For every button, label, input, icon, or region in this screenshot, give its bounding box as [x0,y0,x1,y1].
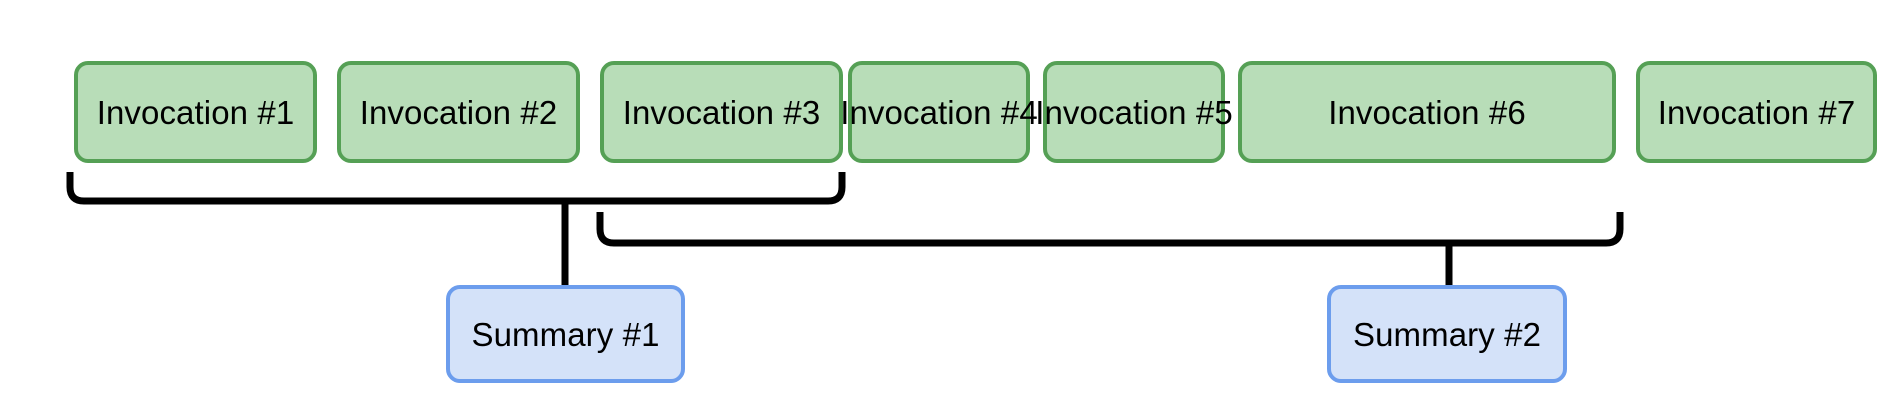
invocation-node-7[interactable]: Invocation #7 [1636,61,1877,163]
invocation-node-4-label: Invocation #4 [840,93,1038,131]
summary-node-1[interactable]: Summary #1 [446,285,685,383]
invocation-node-5-label: Invocation #5 [1035,93,1233,131]
invocation-node-3[interactable]: Invocation #3 [600,61,843,163]
summary-node-1-label: Summary #1 [471,315,660,353]
invocation-node-6[interactable]: Invocation #6 [1238,61,1616,163]
invocation-node-1[interactable]: Invocation #1 [74,61,317,163]
invocation-node-7-label: Invocation #7 [1657,93,1856,131]
invocation-node-5[interactable]: Invocation #5 [1035,61,1233,163]
summary-node-2-label: Summary #2 [1352,315,1542,353]
invocation-node-2[interactable]: Invocation #2 [337,61,580,163]
brace-summary-1 [66,172,846,205]
invocation-node-3-label: Invocation #3 [622,93,821,131]
invocation-node-4[interactable]: Invocation #4 [840,61,1038,163]
invocation-node-6-label: Invocation #6 [1328,93,1526,131]
brace-summary-2 [596,212,1624,247]
summary-node-2[interactable]: Summary #2 [1327,285,1567,383]
invocation-node-2-label: Invocation #2 [359,93,558,131]
invocation-node-1-label: Invocation #1 [96,93,295,131]
